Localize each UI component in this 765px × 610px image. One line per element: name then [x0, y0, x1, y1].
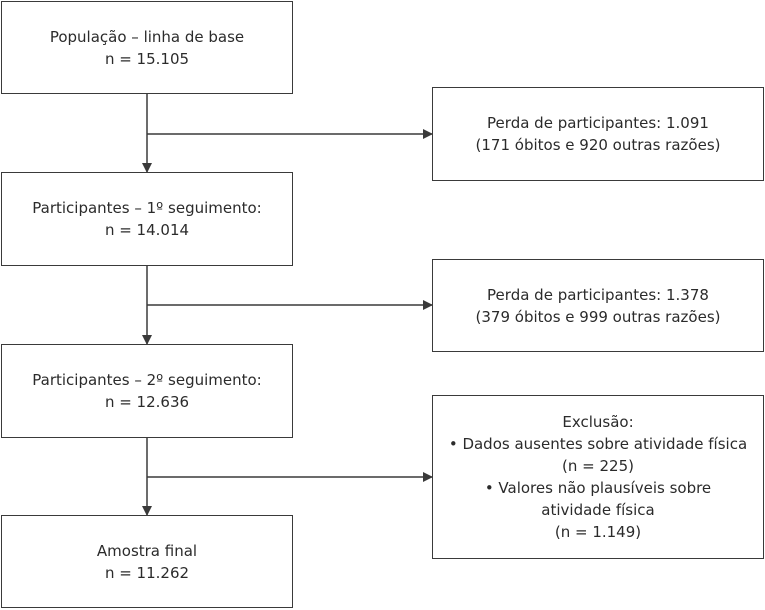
loss1-detail: (171 óbitos e 920 outras razões) [475, 136, 721, 154]
followup2-count: n = 12.636 [104, 393, 190, 411]
loss2-title: Perda de participantes: 1.378 [487, 285, 709, 304]
loss1-box: Perda de participantes: 1.091 (171 óbito… [432, 87, 764, 181]
exclusion-item1-count: (n = 225) [562, 457, 634, 475]
followup1-title: Participantes – 1º seguimento: [32, 199, 262, 217]
exclusion-item1: • Dados ausentes sobre atividade física [448, 435, 748, 453]
followup1-count: n = 14.014 [104, 221, 190, 239]
baseline-box: População – linha de base n = 15.105 [1, 1, 293, 94]
exclusion-item2-count: (n = 1.149) [554, 523, 642, 541]
loss2-box: Perda de participantes: 1.378 (379 óbito… [432, 259, 764, 352]
exclusion-item2-line1: • Valores não plausíveis sobre [484, 479, 712, 497]
final-count: n = 11.262 [104, 563, 190, 582]
exclusion-item2-line2: atividade física [541, 501, 655, 519]
exclusion-title: Exclusão: [562, 413, 634, 431]
loss1-title: Perda de participantes: 1.091 [487, 114, 709, 132]
final-sample-box: Amostra final n = 11.262 [1, 515, 293, 608]
loss2-detail: (379 óbitos e 999 outras razões) [475, 307, 721, 326]
baseline-title: População – linha de base [49, 27, 245, 46]
baseline-count: n = 15.105 [104, 49, 190, 68]
followup2-box: Participantes – 2º seguimento: n = 12.63… [1, 344, 293, 438]
followup1-box: Participantes – 1º seguimento: n = 14.01… [1, 172, 293, 266]
exclusion-box: Exclusão: • Dados ausentes sobre ativida… [432, 395, 764, 559]
final-title: Amostra final [96, 541, 198, 560]
followup2-title: Participantes – 2º seguimento: [32, 371, 262, 389]
